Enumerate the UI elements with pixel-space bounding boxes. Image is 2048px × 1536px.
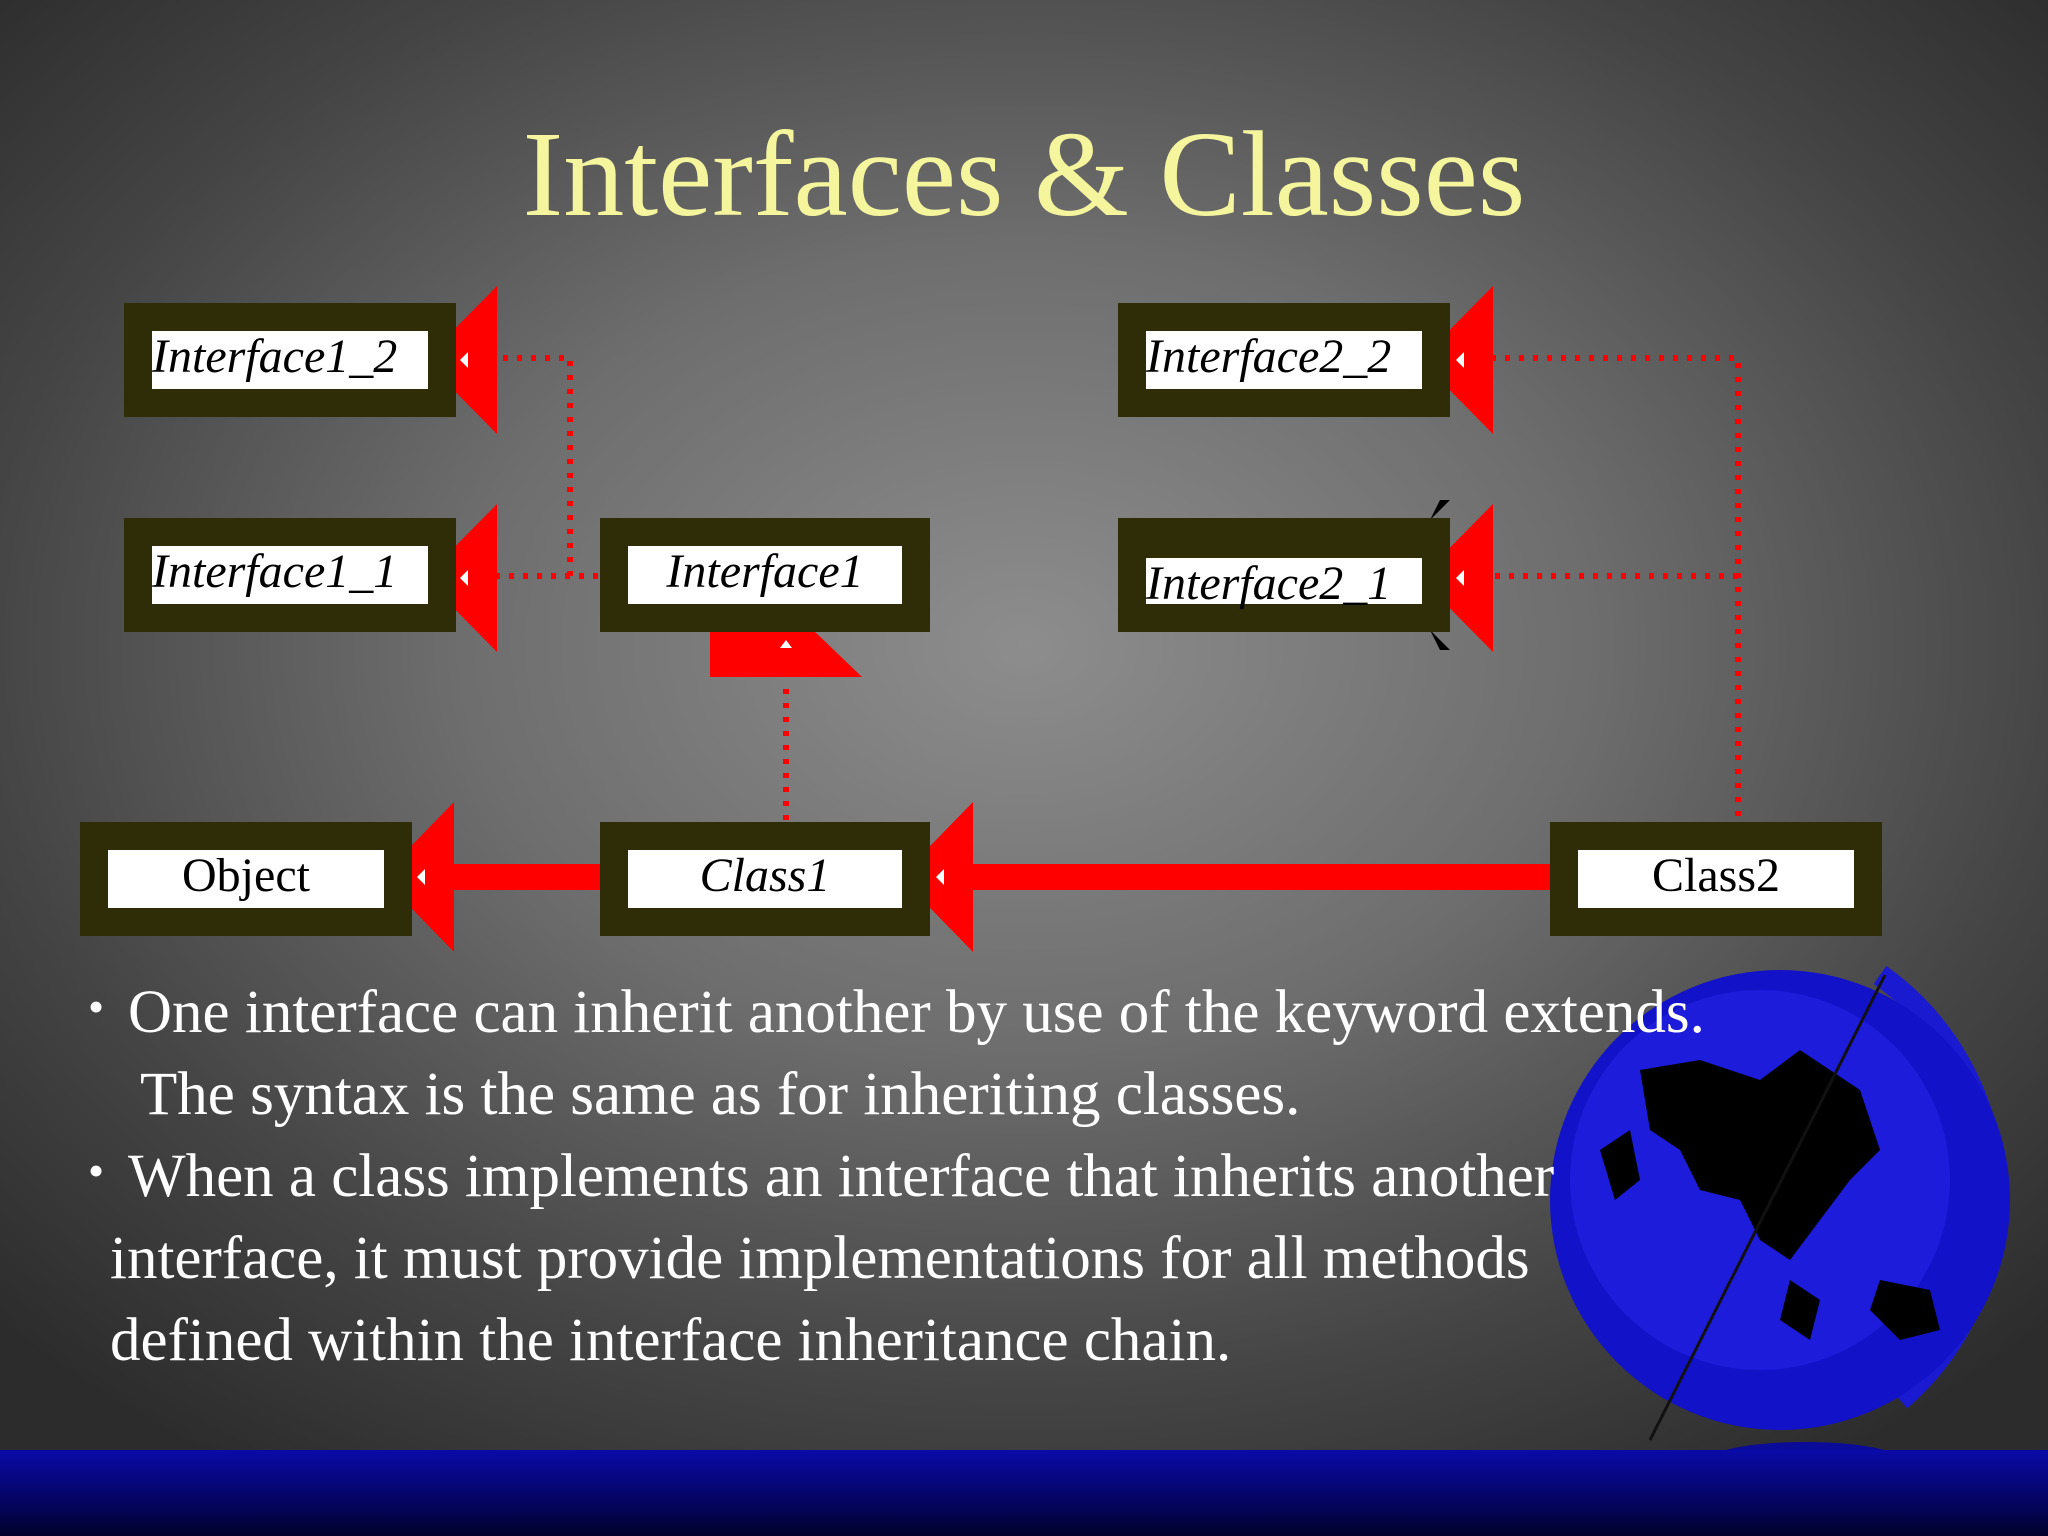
edge-class2-to-interface2-2 [1470, 355, 1741, 830]
object-label: Object [108, 850, 384, 908]
interface2-1-box: Interface2_1 [1118, 518, 1450, 632]
class1-label: Class1 [628, 850, 902, 908]
interface1-box: Interface1 [600, 518, 930, 632]
object-box: Object [80, 822, 412, 936]
bullet-1-line-2: The syntax is the same as for inheriting… [140, 1061, 1301, 1128]
interface1-2-box: Interface1_2 [124, 303, 456, 417]
class2-box: Class2 [1550, 822, 1882, 936]
interface2-2-label: Interface2_2 [1146, 331, 1422, 389]
edge-interface1-to-interface1-2 [475, 355, 573, 576]
class2-label: Class2 [1578, 850, 1854, 908]
edge-class1-to-object [448, 864, 618, 890]
globe-icon [1550, 966, 2010, 1478]
interface1-1-label: Interface1_1 [152, 546, 428, 604]
bullet-2-line-2: interface, it must provide implementatio… [110, 1225, 1530, 1292]
bullet-glyph: • [88, 1145, 105, 1196]
class1-box: Class1 [600, 822, 930, 936]
bullet-2-line-1: When a class implements an interface tha… [128, 1143, 1555, 1210]
slide-title: Interfaces & Classes [522, 107, 1526, 242]
interface1-2-label: Interface1_2 [152, 331, 428, 389]
footer-bar [0, 1450, 2048, 1536]
bullet-1-line-1: One interface can inherit another by use… [128, 979, 1705, 1046]
bullet-item-1: • One interface can inherit another by u… [88, 972, 1948, 1136]
bullet-glyph: • [88, 981, 105, 1032]
interface2-2-box: Interface2_2 [1118, 303, 1450, 417]
edge-class2-to-class1 [960, 864, 1550, 890]
bullet-list: • One interface can inherit another by u… [88, 972, 1948, 1382]
bullet-2-line-3: defined within the interface inheritance… [110, 1307, 1232, 1374]
interface2-1-label: Interface2_1 [1146, 558, 1422, 610]
bullet-item-2: • When a class implements an interface t… [88, 1136, 1948, 1382]
interface1-label: Interface1 [628, 546, 902, 604]
interface1-1-box: Interface1_1 [124, 518, 456, 632]
